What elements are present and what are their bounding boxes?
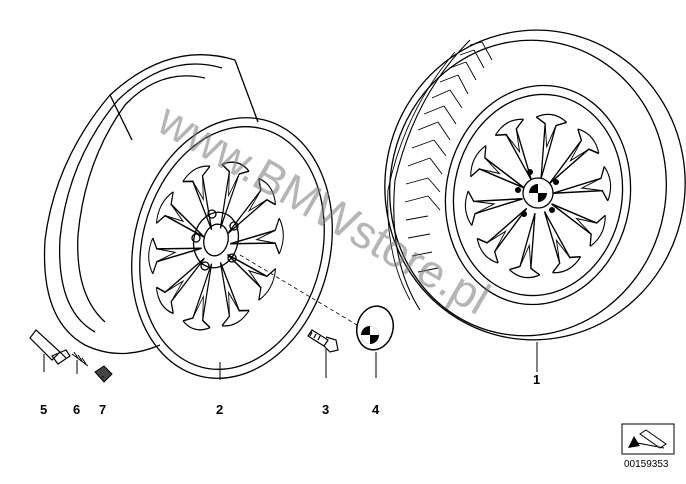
callout-3: 3	[322, 402, 330, 417]
tire-assembly-drawing	[384, 29, 686, 341]
callout-5: 5	[40, 402, 48, 417]
callout-6: 6	[73, 402, 81, 417]
tire-hub-emblem	[515, 169, 559, 217]
wheel-bolt-drawing	[307, 329, 339, 353]
valve-cap-drawing	[94, 365, 113, 383]
callout-2: 2	[216, 402, 224, 417]
wheel-rim-drawing	[43, 54, 333, 379]
callout-4: 4	[372, 402, 380, 417]
valve-stem-drawing	[29, 329, 71, 365]
callout-leader-lines	[43, 342, 538, 380]
direction-arrow-icon	[621, 423, 675, 455]
valve-core-drawing	[71, 351, 89, 367]
assembly-leader-line	[239, 254, 363, 329]
callout-1: 1	[533, 372, 541, 387]
document-id: 00159353	[624, 459, 669, 470]
callout-7: 7	[99, 402, 107, 417]
hub-cap-drawing	[355, 305, 395, 351]
